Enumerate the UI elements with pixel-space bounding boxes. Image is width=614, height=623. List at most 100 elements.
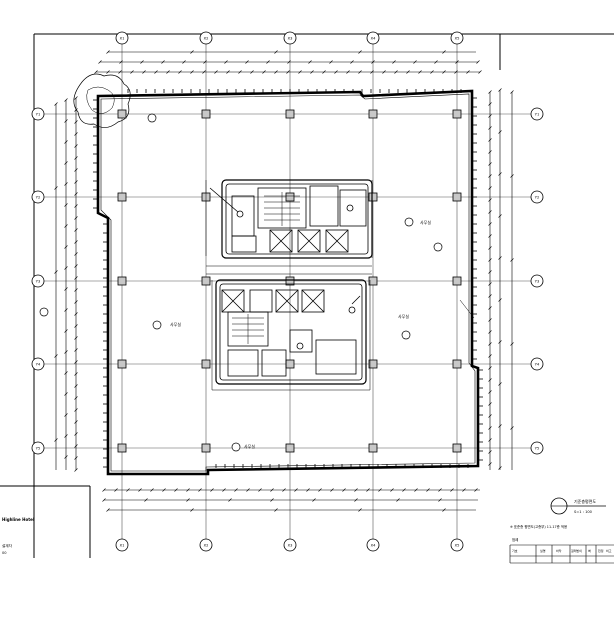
dimension-tick [488,258,492,262]
grid-bubble-label: X5 [455,543,460,547]
dimension-tick [74,156,78,160]
table-header: 기호 [512,548,518,553]
table-header: 천정 [598,548,604,553]
column [117,359,127,369]
dimension-tick [392,60,396,64]
dimension-tick [488,114,492,118]
dimension-tick [312,498,316,502]
dimension-tick [488,282,492,286]
dimension-tick [226,70,230,74]
dimension-tick [488,378,492,382]
dimension-tick [74,204,78,208]
dimension-tick [488,150,492,154]
dimension-tick [438,488,442,492]
dimension-tick [488,462,492,466]
dimension-tick [246,488,250,492]
dimension-tick [74,348,78,352]
dimension-tick [74,240,78,244]
dimension-tick [144,498,148,502]
dimension-tick [350,60,354,64]
grid-bubble [115,538,129,552]
dimension-tick [270,488,274,492]
dimension-tick [202,70,206,74]
dimension-tick [510,258,514,262]
grid-bubble-label: Y4 [36,362,41,366]
dimension-tick [390,488,394,492]
grid-bubble-label: Y4 [535,362,540,366]
dimension-tick [510,342,514,346]
grid-bubble [283,31,297,45]
dimension-tick [74,216,78,220]
project-name: Highline Hotel [2,517,35,522]
dimension-tick [488,174,492,178]
dimension-tick [74,168,78,172]
dimension-tick [130,70,134,74]
dimension-tick [138,488,142,492]
dimension-tick [64,329,68,333]
dimension-tick [74,408,78,412]
dimension-tick [488,450,492,454]
plan-title-heading: 기준층평면도 [574,498,596,504]
dimension-tick [358,508,362,512]
grid-bubble [199,538,213,552]
grid-bubble [366,31,380,45]
dimension-tick [394,70,398,74]
dimension-tick [126,488,130,492]
dimension-tick [198,488,202,492]
dimension-tick [74,360,78,364]
plan-note: ※ 표준층 평면도(고층부) 11-17층 적용 [510,524,567,529]
column [452,109,462,119]
grid-bubble-label: X2 [204,36,209,40]
grid-bubble-label: Y3 [535,279,539,283]
dimension-tick [102,498,106,502]
dimension-tick [190,508,194,512]
dimension-tick [74,96,78,100]
dimension-tick [94,70,98,74]
dimension-tick [98,60,102,64]
dimension-tick [210,488,214,492]
dimension-tick [510,426,514,430]
dimension-tick [64,98,68,102]
grid-bubble-label: X2 [204,543,209,547]
grid-bubble-label: Y3 [36,279,40,283]
dimension-tick [330,488,334,492]
grid-bubble-label: Y5 [535,446,539,450]
dimension-tick [54,270,58,274]
grid-bubble-label: X4 [371,543,376,547]
dimension-tick [488,186,492,190]
dimension-tick [74,300,78,304]
dimension-tick [64,161,68,165]
dimension-tick [329,60,333,64]
dimension-tick [245,60,249,64]
dimension-tick [74,336,78,340]
dimension-tick [371,60,375,64]
column [201,359,211,369]
grid-bubble [530,357,544,371]
dimension-tick [396,498,400,502]
dimension-tick [214,70,218,74]
dimension-tick [498,172,502,176]
dimension-tick [298,70,302,74]
grid-bubble [530,274,544,288]
dimension-tick [450,488,454,492]
dimension-tick [334,70,338,74]
dimension-tick [478,70,482,74]
dimension-tick [74,420,78,424]
table-header: 걸레받이 [571,548,582,553]
sheet-border [33,33,614,558]
column [285,192,295,202]
dimension-tick [488,414,492,418]
column [368,443,378,453]
dimension-tick [488,354,492,358]
plan-title: 기준층평면도 S=1 : 100 ※ 표준층 평면도(고층부) 11-17층 적… [510,497,606,529]
dimension-tick [74,276,78,280]
room-tag: 사무실 [170,321,181,327]
column [452,192,462,202]
column [285,276,295,286]
dimension-tick [224,60,228,64]
grid-bubble [31,190,45,204]
plan-title-scale: S=1 : 100 [574,510,593,514]
grid-bubble-label: X4 [371,36,376,40]
dimension-tick [166,70,170,74]
dimension-tick [190,70,194,74]
